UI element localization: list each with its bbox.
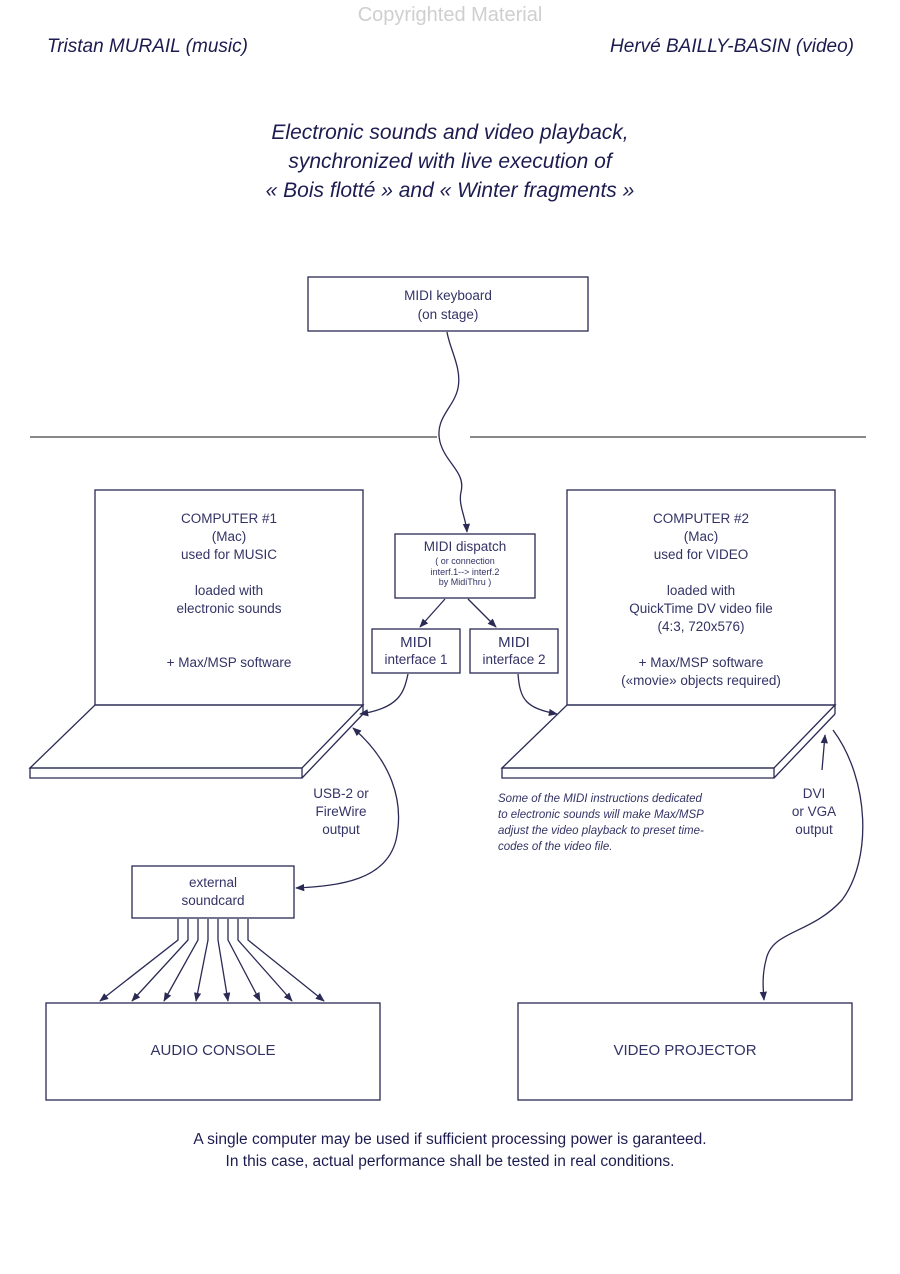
audio-line-8 xyxy=(247,919,325,1002)
computer-1-keyboard-edge xyxy=(29,767,303,779)
computer-2-title: COMPUTER #2 xyxy=(652,511,750,526)
arrow-dispatch-to-interface-1 xyxy=(419,598,446,628)
computer-2-keyboard-edge xyxy=(501,767,775,779)
footer-note: A single computer may be used if suffici… xyxy=(0,1129,900,1173)
computer-2-loaded-with: loaded with xyxy=(666,583,736,598)
title-line-2: synchronized with live execution of xyxy=(288,150,612,173)
soundcard-line-2: soundcard xyxy=(181,893,245,908)
computer-2-role: used for VIDEO xyxy=(653,547,749,562)
computer-2-content: QuickTime DV video file xyxy=(629,601,773,616)
arrow-interface-2-to-computer-2 xyxy=(517,673,558,717)
midi-dispatch-note-3: by MidiThru ) xyxy=(438,577,492,587)
footer-line-1: A single computer may be used if suffici… xyxy=(193,1131,707,1148)
midi-interface-2-box xyxy=(469,628,559,674)
video-projector-label: VIDEO PROJECTOR xyxy=(613,1042,757,1059)
computer-1-title: COMPUTER #1 xyxy=(180,511,278,526)
soundcard-label: external soundcard xyxy=(132,874,294,910)
midi-dispatch-note-2: interf.1--> interf.2 xyxy=(430,566,500,577)
audio-line-1 xyxy=(99,919,179,1002)
footer-line-2: In this case, actual performance shall b… xyxy=(225,1153,675,1170)
usb-output-label: USB-2 or FireWire output xyxy=(298,785,384,839)
page-title: Electronic sounds and video playback, sy… xyxy=(0,118,900,205)
audio-line-6 xyxy=(227,919,261,1002)
midi-interface-2-line-2: interface 2 xyxy=(482,652,546,667)
title-line-1: Electronic sounds and video playback, xyxy=(271,121,629,144)
computer-2-video-format: (4:3, 720x576) xyxy=(657,619,745,634)
watermark: Copyrighted Material xyxy=(357,4,543,26)
audio-output-lines xyxy=(99,919,325,1002)
computer-1-software: + Max/MSP software xyxy=(166,655,292,670)
title-line-3: « Bois flotté » and « Winter fragments » xyxy=(265,179,635,202)
computer-1-label: COMPUTER #1 (Mac) used for MUSIC loaded … xyxy=(95,510,363,672)
midi-interface-2-label: MIDI interface 2 xyxy=(470,634,558,668)
computer-1-keyboard-deck xyxy=(28,704,365,769)
sync-note-line-1: Some of the MIDI instructions dedicated xyxy=(498,793,702,805)
midi-keyboard-label: MIDI keyboard (on stage) xyxy=(308,286,588,324)
computer-2-software-note: («movie» objects required) xyxy=(621,673,781,688)
computer-1-role: used for MUSIC xyxy=(180,547,278,562)
computer-2-keyboard-deck xyxy=(500,704,837,769)
arrow-dvi-marker xyxy=(820,734,828,771)
audio-line-2 xyxy=(131,919,189,1002)
computer-2-platform: (Mac) xyxy=(683,529,719,544)
midi-keyboard-title: MIDI keyboard xyxy=(404,288,492,303)
audio-console-box xyxy=(45,1002,381,1101)
audio-console-label: AUDIO CONSOLE xyxy=(150,1042,276,1059)
midi-keyboard-box xyxy=(307,276,589,332)
midi-dispatch-note-1: ( or connection xyxy=(435,556,495,566)
midi-cable xyxy=(438,331,471,533)
arrow-interface-1-to-computer-1 xyxy=(359,673,409,717)
midi-dispatch-title: MIDI dispatch xyxy=(423,539,507,554)
credit-music: Tristan MURAIL (music) xyxy=(47,36,248,57)
soundcard-line-1: external xyxy=(188,875,238,890)
midi-dispatch-label: MIDI dispatch ( or connection interf.1--… xyxy=(395,538,535,588)
computer-1-loaded-with: loaded with xyxy=(194,583,264,598)
midi-dispatch-box xyxy=(394,533,536,599)
sync-note: Some of the MIDI instructions dedicated … xyxy=(498,791,704,855)
credit-video: Hervé BAILLY-BASIN (video) xyxy=(610,36,854,57)
sync-note-line-3: adjust the video playback to preset time… xyxy=(498,825,704,837)
arrow-dispatch-to-interface-2 xyxy=(467,598,497,628)
usb-label-line-1: USB-2 or xyxy=(313,786,369,801)
midi-interface-1-line-1: MIDI xyxy=(400,634,432,651)
dvi-label-line-2: or VGA xyxy=(791,804,837,819)
computer-1-platform: (Mac) xyxy=(211,529,247,544)
audio-line-7 xyxy=(237,919,293,1002)
audio-line-4 xyxy=(194,919,209,1002)
audio-line-3 xyxy=(163,919,199,1002)
computer-2-software: + Max/MSP software xyxy=(638,655,764,670)
sync-note-line-4: codes of the video file. xyxy=(498,841,613,853)
dvi-label-line-1: DVI xyxy=(802,786,826,801)
arrow-computer-1-to-soundcard xyxy=(295,727,400,892)
midi-interface-1-line-2: interface 1 xyxy=(384,652,448,667)
dvi-output-label: DVI or VGA output xyxy=(776,785,852,839)
usb-label-line-3: output xyxy=(322,822,360,837)
midi-interface-2-line-1: MIDI xyxy=(498,634,530,651)
computer-2-label: COMPUTER #2 (Mac) used for VIDEO loaded … xyxy=(567,510,835,690)
soundcard-box xyxy=(131,865,295,919)
dvi-label-line-3: output xyxy=(795,822,833,837)
midi-interface-1-label: MIDI interface 1 xyxy=(372,634,460,668)
midi-keyboard-location: (on stage) xyxy=(417,307,479,322)
computer-1-content: electronic sounds xyxy=(176,601,282,616)
usb-label-line-2: FireWire xyxy=(315,804,367,819)
video-projector-box xyxy=(517,1002,853,1101)
midi-interface-1-box xyxy=(371,628,461,674)
audio-line-5 xyxy=(217,919,231,1002)
sync-note-line-2: to electronic sounds will make Max/MSP xyxy=(498,809,704,821)
arrow-computer-2-to-projector xyxy=(759,729,864,1001)
